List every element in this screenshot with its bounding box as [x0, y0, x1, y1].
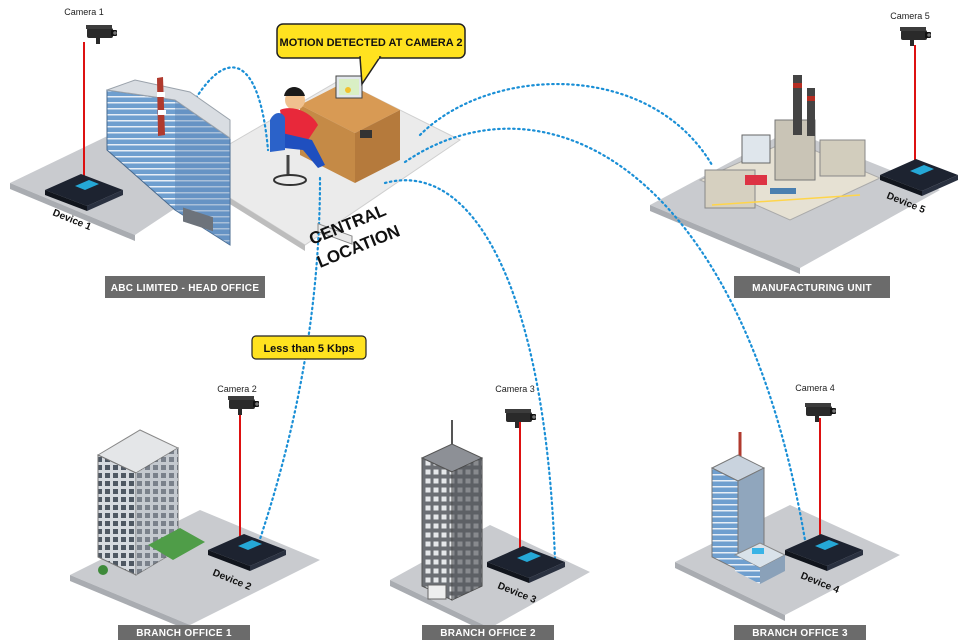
motion-alert-callout: MOTION DETECTED AT CAMERA 2: [276, 23, 466, 87]
branch1-building: [96, 429, 205, 576]
head-office-label: ABC LIMITED - HEAD OFFICE: [111, 283, 260, 294]
branch2-ground: [390, 525, 590, 628]
network-links: [194, 66, 807, 562]
bandwidth-text: Less than 5 Kbps: [263, 343, 354, 355]
head-office-banner: ABC LIMITED - HEAD OFFICE: [105, 276, 265, 298]
camera-3-label: Camera 3: [495, 384, 535, 394]
branch2-building: [420, 420, 484, 601]
camera-1-icon: [86, 25, 117, 44]
branch2-label: BRANCH OFFICE 2: [440, 628, 536, 639]
motion-alert-text: MOTION DETECTED AT CAMERA 2: [280, 37, 463, 49]
head-office-building: [106, 77, 231, 246]
link-branch1: [256, 176, 322, 547]
manufacturing-plant: [698, 75, 882, 221]
camera-4-label: Camera 4: [795, 383, 835, 393]
branch1-label: BRANCH OFFICE 1: [136, 628, 232, 639]
branch2-banner: BRANCH OFFICE 2: [422, 625, 554, 640]
link-branch2: [383, 179, 557, 562]
link-manufacturing: [418, 82, 714, 167]
operator-workstation: [270, 75, 400, 245]
branch1-banner: BRANCH OFFICE 1: [118, 625, 250, 640]
branch3-label: BRANCH OFFICE 3: [752, 628, 848, 639]
camera-2-icon: [228, 396, 259, 415]
manufacturing-banner: MANUFACTURING UNIT: [734, 276, 890, 298]
branch3-ground: [675, 505, 900, 615]
branch3-banner: BRANCH OFFICE 3: [734, 625, 866, 640]
branch1-ground: [70, 510, 320, 625]
manufacturing-label: MANUFACTURING UNIT: [752, 283, 872, 294]
camera-5-label: Camera 5: [890, 11, 930, 21]
branch3-building: [710, 432, 787, 584]
link-head-office: [194, 66, 270, 152]
bandwidth-callout: Less than 5 Kbps: [251, 335, 367, 360]
camera-5-icon: [900, 27, 931, 46]
camera-1-label: Camera 1: [64, 7, 104, 17]
camera-2-label: Camera 2: [217, 384, 257, 394]
